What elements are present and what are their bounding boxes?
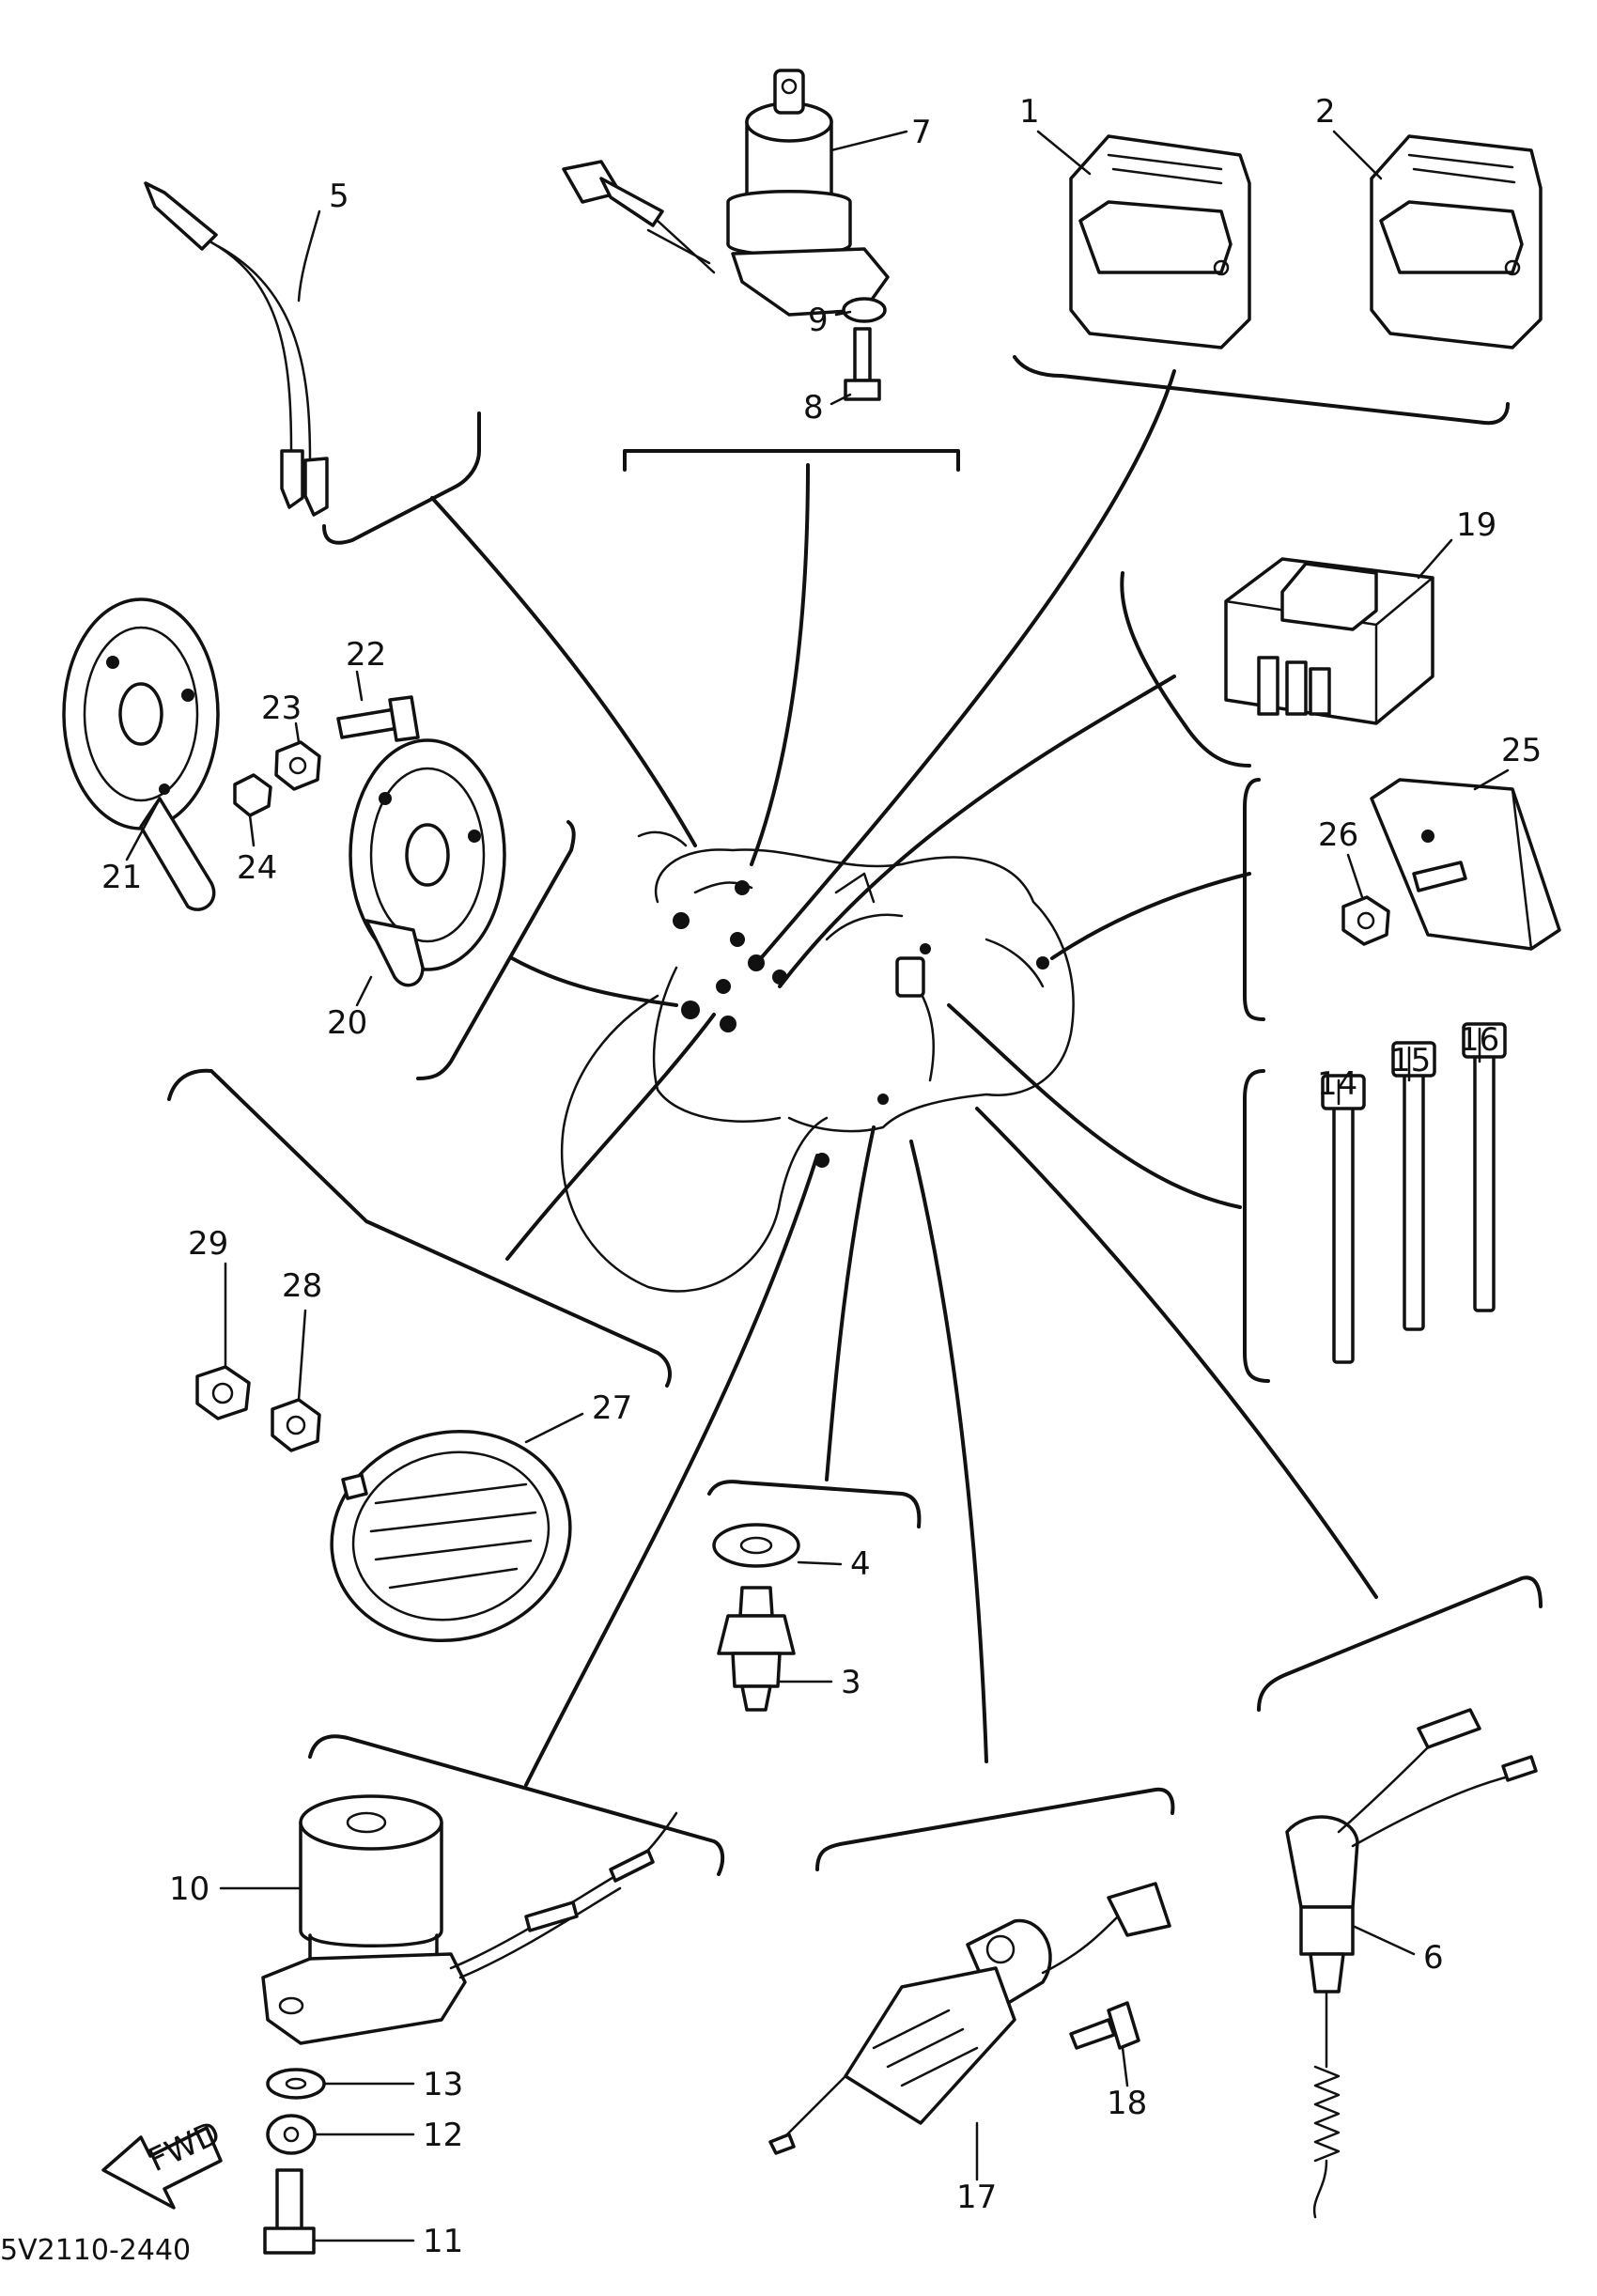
drawing-code: 5V2110-2440 bbox=[0, 2234, 191, 2267]
cable-tie-14 bbox=[1321, 1074, 1366, 1364]
callout-24: 24 bbox=[237, 849, 277, 887]
callout-8: 8 bbox=[803, 389, 824, 427]
callout-5: 5 bbox=[329, 178, 349, 215]
nut-26 bbox=[1341, 895, 1390, 946]
wire-harness bbox=[560, 830, 1075, 1293]
callout-10: 10 bbox=[169, 1870, 209, 1908]
washer-9 bbox=[842, 297, 887, 323]
cable-tie-16 bbox=[1462, 1022, 1507, 1312]
callout-12: 12 bbox=[423, 2117, 463, 2154]
callout-13: 13 bbox=[423, 2066, 463, 2103]
regulator-25 bbox=[1370, 778, 1561, 951]
bolt-22 bbox=[336, 695, 420, 742]
nut-28 bbox=[271, 1398, 321, 1452]
callout-29: 29 bbox=[188, 1225, 228, 1263]
sender-unit-10 bbox=[261, 1794, 678, 2045]
bolt-8 bbox=[844, 327, 881, 401]
relay-1 bbox=[1069, 134, 1251, 349]
relay-2 bbox=[1370, 134, 1543, 349]
callout-27: 27 bbox=[592, 1389, 632, 1427]
washer-4 bbox=[712, 1523, 800, 1568]
callout-14: 14 bbox=[1317, 1065, 1357, 1103]
group-brackets bbox=[167, 355, 1543, 1876]
callout-18: 18 bbox=[1107, 2085, 1147, 2122]
main-switch bbox=[562, 69, 890, 317]
screw-18 bbox=[1069, 2001, 1140, 2050]
callout-15: 15 bbox=[1390, 1042, 1431, 1079]
washer-24 bbox=[233, 773, 272, 817]
reflector-27 bbox=[330, 1429, 572, 1643]
callout-28: 28 bbox=[282, 1267, 322, 1305]
leader-lines bbox=[430, 369, 1378, 1787]
callout-26: 26 bbox=[1318, 816, 1358, 854]
callout-16: 16 bbox=[1459, 1021, 1499, 1059]
callout-21: 21 bbox=[101, 859, 142, 896]
callout-17: 17 bbox=[956, 2179, 997, 2216]
callout-19: 19 bbox=[1456, 506, 1496, 544]
callout-2: 2 bbox=[1315, 93, 1336, 131]
rear-brake-switch-6 bbox=[1285, 1708, 1538, 2219]
callout-7: 7 bbox=[911, 114, 932, 151]
callout-9: 9 bbox=[808, 302, 829, 339]
flasher-relay-19 bbox=[1224, 557, 1434, 725]
horn-21 bbox=[62, 597, 220, 911]
washer-12 bbox=[266, 2114, 317, 2155]
forward-arrow-icon: FWD bbox=[101, 2114, 226, 2210]
callout-22: 22 bbox=[346, 636, 386, 674]
bolt-11 bbox=[263, 2168, 316, 2255]
switch-3 bbox=[717, 1586, 796, 1712]
callout-labels: 1 2 3 4 5 6 7 8 9 10 11 12 13 14 15 16 1… bbox=[101, 93, 1542, 2260]
callout-23: 23 bbox=[261, 690, 302, 727]
sensor-lead-5 bbox=[144, 181, 329, 517]
callout-3: 3 bbox=[841, 1664, 861, 1701]
brake-switch-17 bbox=[768, 1882, 1171, 2155]
callout-20: 20 bbox=[327, 1004, 367, 1042]
washer-13 bbox=[266, 2068, 326, 2100]
callout-11: 11 bbox=[423, 2223, 463, 2260]
horn-20 bbox=[349, 738, 506, 987]
callout-6: 6 bbox=[1423, 1939, 1444, 1977]
callout-4: 4 bbox=[850, 1545, 871, 1583]
nut-29 bbox=[195, 1365, 251, 1420]
callout-25: 25 bbox=[1501, 732, 1542, 769]
callout-leaders bbox=[125, 130, 1510, 2242]
callout-1: 1 bbox=[1019, 93, 1040, 131]
cable-tie-15 bbox=[1391, 1041, 1436, 1331]
nut-23 bbox=[274, 740, 321, 791]
